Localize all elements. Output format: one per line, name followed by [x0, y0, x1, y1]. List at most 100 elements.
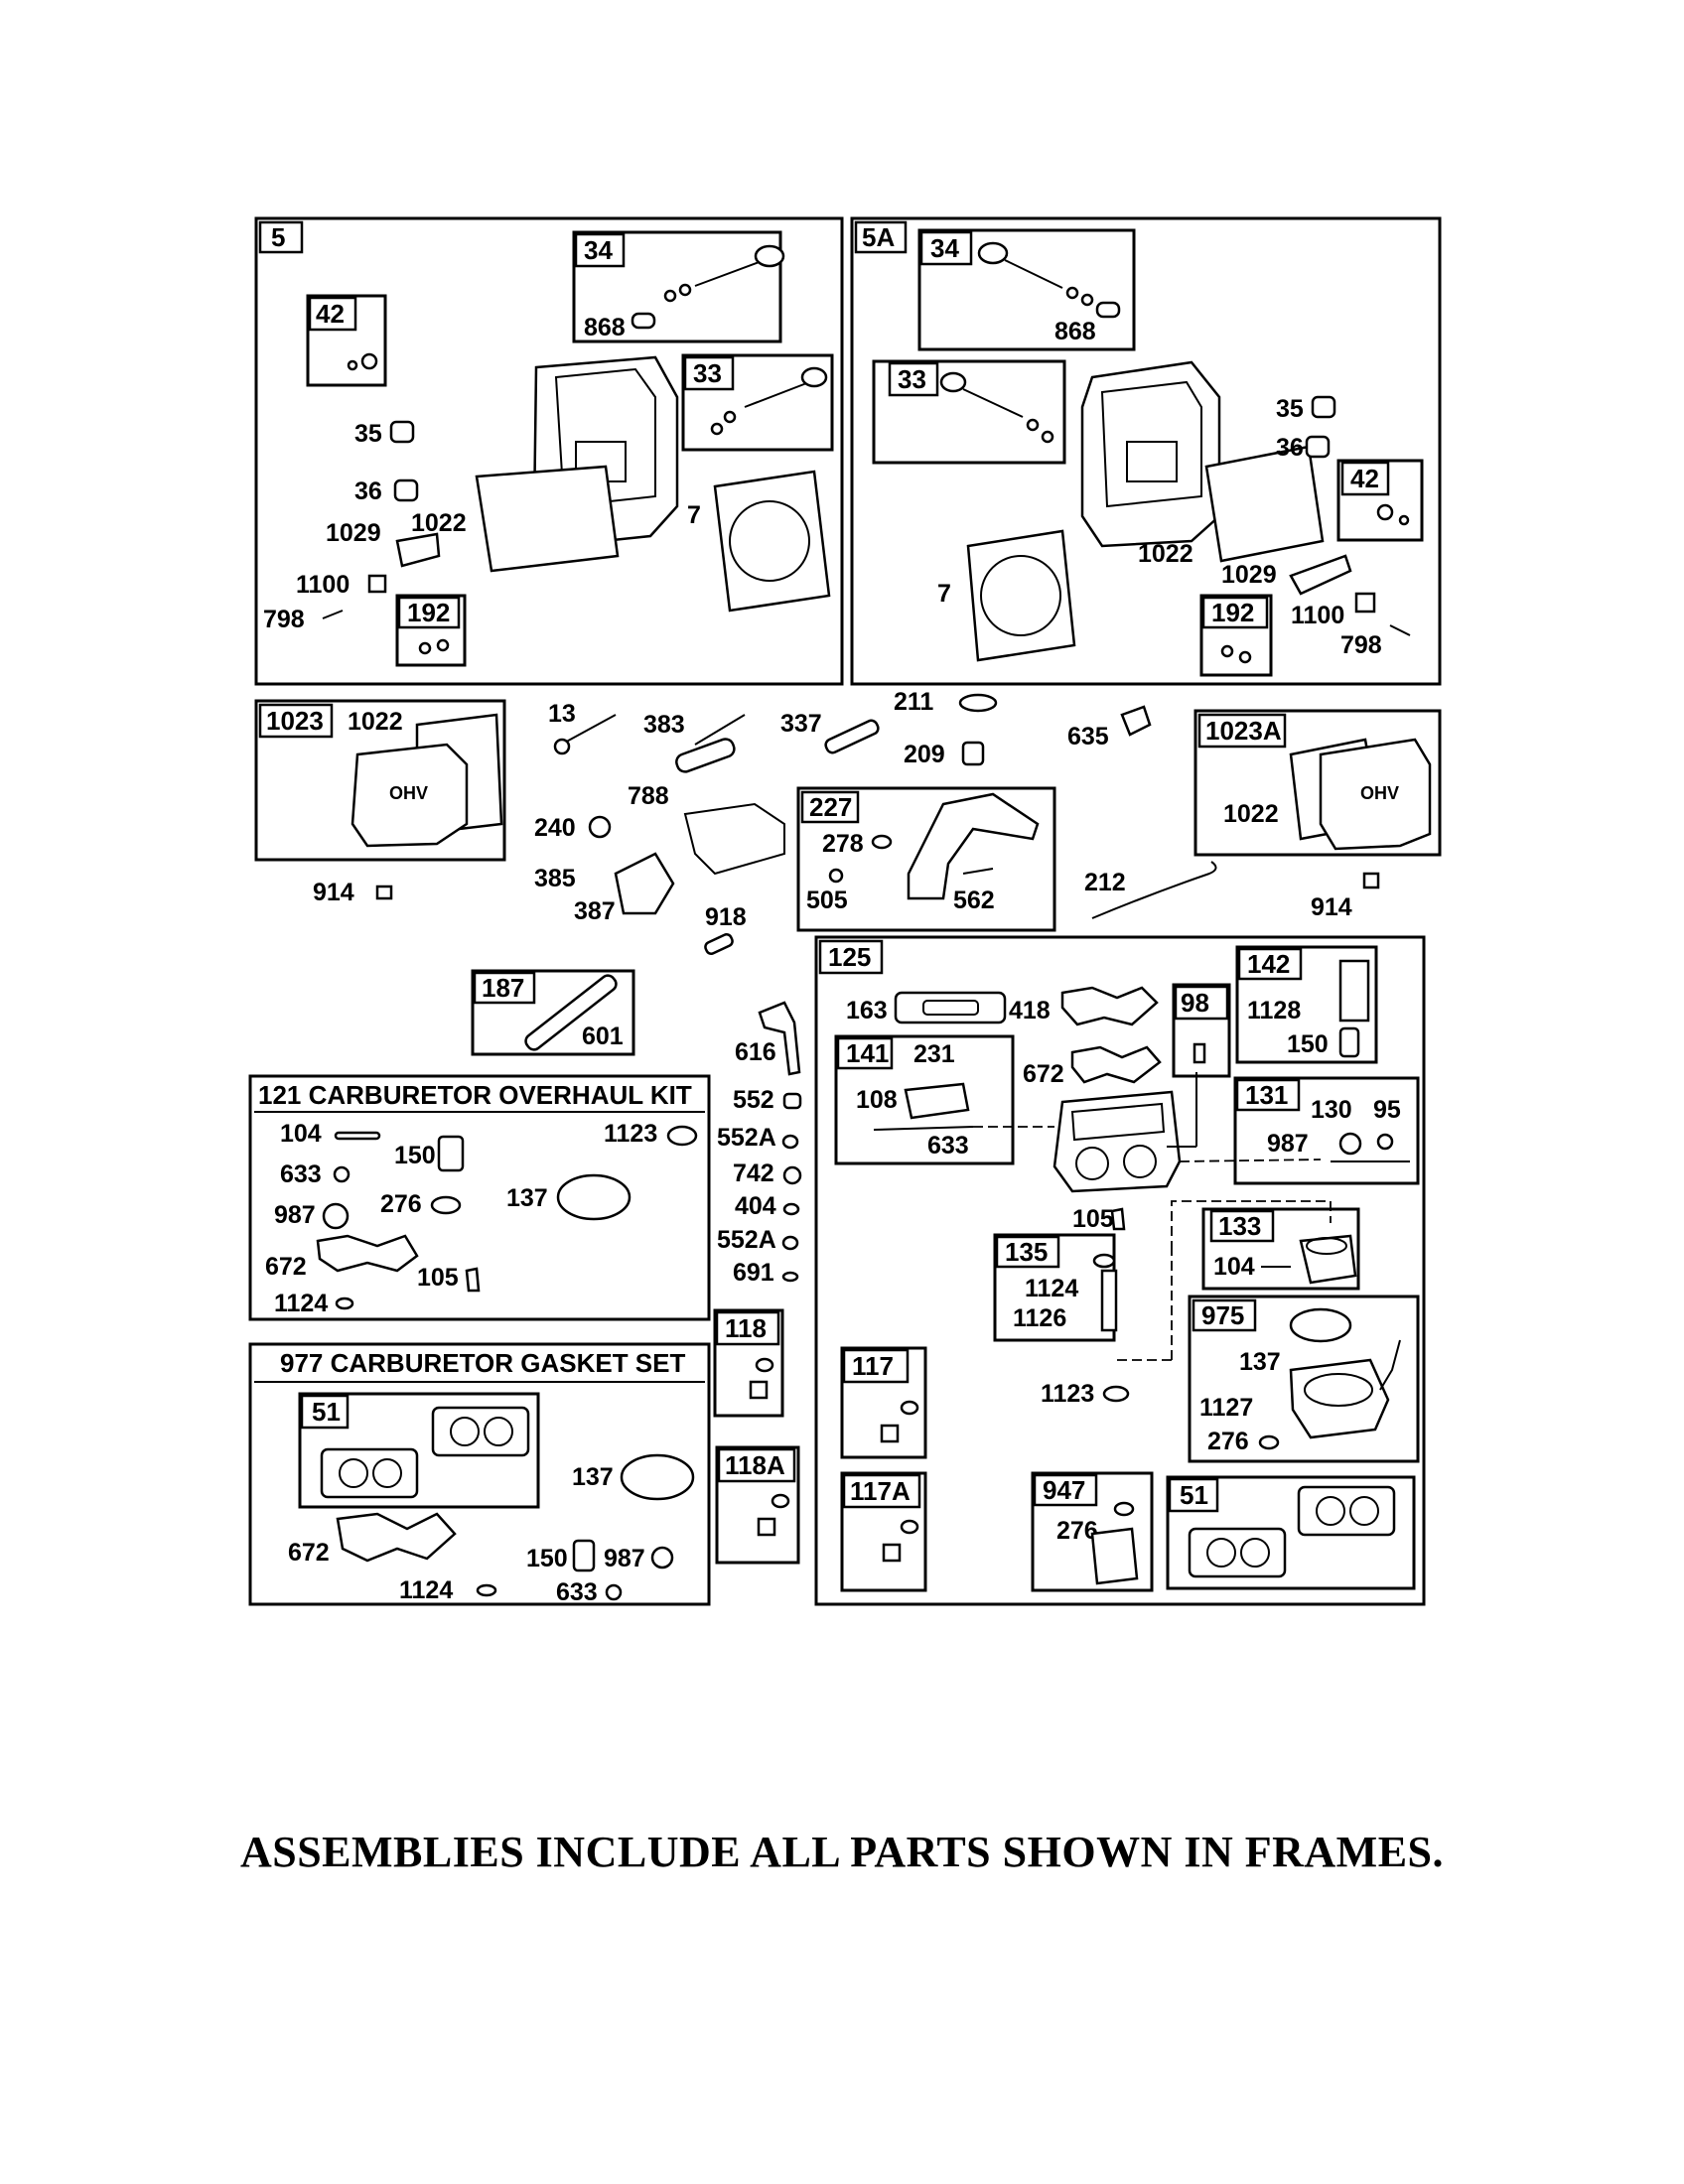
frame-98: 98 — [1172, 983, 1231, 1078]
gasket-set-title: 977 CARBURETOR GASKET SET — [280, 1348, 685, 1378]
frame-34-left: 34 868 — [572, 230, 785, 343]
label-f141: 141 — [846, 1038, 889, 1068]
label-c137: 137 — [1239, 1348, 1281, 1376]
assembly-5a-tag: 5A — [862, 222, 895, 252]
frame-187: 187 601 — [471, 969, 635, 1056]
label-f117a: 117A — [850, 1476, 911, 1506]
frame-135: 135 1124 1126 — [993, 1233, 1118, 1342]
springs-left — [322, 420, 441, 619]
label-k105: 105 — [417, 1264, 459, 1292]
part-1100-label: 1100 — [296, 571, 350, 599]
label-c231: 231 — [913, 1040, 955, 1068]
assembly-125-frame: 125 — [814, 935, 1426, 1606]
label-f947: 947 — [1043, 1475, 1085, 1505]
frame-118: 118 — [713, 1308, 784, 1418]
label-g150: 150 — [526, 1545, 568, 1572]
head-gasket-left — [713, 470, 831, 613]
part-691-label: 691 — [733, 1259, 774, 1287]
label-f975: 975 — [1201, 1300, 1244, 1330]
carburetor-top-parts: 163 418 672 — [846, 986, 1162, 1088]
label-f1023: 1023 — [266, 706, 324, 736]
part-552a-label: 552A — [717, 1124, 776, 1152]
label-f118a: 118A — [725, 1450, 785, 1480]
overhaul-kit-title: 121 CARBURETOR OVERHAUL KIT — [258, 1080, 692, 1110]
assembly-125-tag: 125 — [828, 942, 871, 972]
label-f192a: 192 — [407, 598, 450, 627]
label-f42a: 42 — [316, 299, 345, 329]
label-k633: 633 — [280, 1160, 322, 1188]
part-240-label: 240 — [534, 814, 576, 842]
label-f34b: 34 — [930, 233, 959, 263]
part-1029-label: 1029 — [1221, 561, 1277, 589]
label-k1123: 1123 — [604, 1120, 657, 1148]
linkage-212: 212 — [1084, 861, 1217, 919]
svg-text:OHV: OHV — [1360, 783, 1399, 803]
misc-engine-parts: 13 383 337 211 209 635 788 240 385 387 9… — [534, 688, 1152, 955]
part-209-label: 209 — [904, 741, 945, 768]
part-7-label: 7 — [687, 501, 701, 529]
label-f33a: 33 — [693, 358, 722, 388]
part-868-label: 868 — [584, 314, 626, 341]
frame-131: 131 130 95 987 — [1233, 1076, 1420, 1185]
part-552a-label: 552A — [717, 1226, 776, 1254]
assemblies-footer-note: ASSEMBLIES INCLUDE ALL PARTS SHOWN IN FR… — [239, 1828, 1445, 1876]
label-c1124: 1124 — [1025, 1275, 1078, 1302]
label-c987: 987 — [1267, 1130, 1309, 1158]
label-g633: 633 — [556, 1578, 598, 1606]
frame-1023: 1023 OHV 1022 — [254, 699, 506, 862]
part-278-label: 278 — [822, 830, 864, 858]
head-gasket-right — [966, 529, 1076, 662]
part-788-label: 788 — [628, 782, 669, 810]
part-635-label: 635 — [1067, 723, 1109, 751]
label-k104: 104 — [280, 1120, 322, 1148]
label-c108: 108 — [856, 1086, 898, 1114]
fuel-parts-column: 616 552 552A 742 404 552A 691 — [717, 1001, 802, 1287]
label-c104: 104 — [1213, 1253, 1255, 1281]
part-1022-label: 1022 — [348, 708, 403, 736]
part-13-label: 13 — [548, 700, 576, 728]
label-k1124: 1124 — [274, 1290, 328, 1317]
frame-142: 142 1128 150 — [1235, 945, 1378, 1064]
label-f187: 187 — [482, 973, 524, 1003]
frame-133: 133 104 — [1201, 1207, 1360, 1291]
part-35-label: 35 — [1276, 395, 1304, 423]
part-36-label: 36 — [1276, 434, 1304, 462]
label-c633: 633 — [927, 1132, 969, 1160]
frame-51-right: 51 — [1166, 1475, 1416, 1590]
part-918-label: 918 — [705, 903, 747, 931]
frame-42-right: 42 — [1336, 459, 1424, 542]
label-c672: 672 — [1023, 1060, 1064, 1088]
part-385-label: 385 — [534, 865, 576, 892]
part-337-label: 337 — [780, 710, 822, 738]
label-f42b: 42 — [1350, 464, 1379, 493]
label-f117: 117 — [852, 1351, 894, 1381]
part-562-label: 562 — [953, 887, 995, 914]
frame-975: 975 137 1127 276 — [1188, 1295, 1420, 1463]
label-c130: 130 — [1311, 1096, 1352, 1124]
label-f192b: 192 — [1211, 598, 1254, 627]
label-c418: 418 — [1009, 997, 1051, 1024]
part-798-label: 798 — [263, 606, 305, 633]
label-k987: 987 — [274, 1201, 316, 1229]
label-c1127: 1127 — [1199, 1394, 1253, 1422]
label-f98: 98 — [1181, 988, 1209, 1018]
part-1100-label: 1100 — [1291, 602, 1344, 629]
label-k137: 137 — [506, 1184, 548, 1212]
label-f51a: 51 — [312, 1397, 341, 1427]
part-742-label: 742 — [733, 1160, 774, 1187]
part-914-label: 914 — [313, 879, 354, 906]
frame-192-right: 192 — [1199, 594, 1273, 677]
part-1022-label: 1022 — [411, 509, 467, 537]
label-c1123: 1123 — [1041, 1380, 1094, 1408]
part-868-label: 868 — [1054, 318, 1096, 345]
valve-cover-gasket-right — [1204, 445, 1325, 563]
frame-192-left: 192 — [395, 594, 467, 667]
frame-947: 947 276 — [1031, 1471, 1154, 1592]
frame-118a: 118A — [715, 1445, 800, 1565]
assembly-5a-frame: 5A — [850, 216, 1442, 686]
part-914-label: 914 — [1311, 893, 1352, 921]
label-c95: 95 — [1373, 1096, 1401, 1124]
label-f227: 227 — [809, 792, 852, 822]
part-7-label: 7 — [937, 580, 951, 608]
label-c1128: 1128 — [1247, 997, 1301, 1024]
